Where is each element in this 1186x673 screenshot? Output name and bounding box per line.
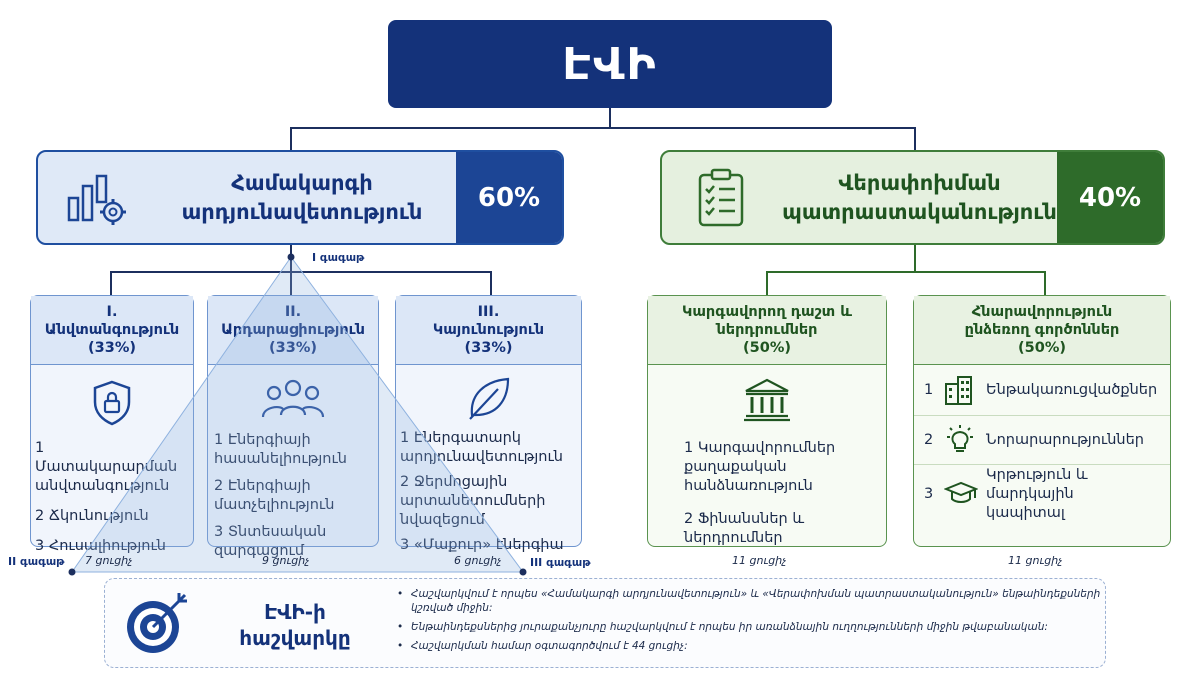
sub-title: Հնարավորություն [971,304,1113,320]
pillar-label: պատրաստականություն [782,199,1057,224]
sub-title: Անվտանգություն [44,322,180,338]
connector [609,108,611,128]
list-item: 1 Էներգիայի հասանելիություն [214,432,347,467]
list-item: 1 Ենթակառուցվածքներ [914,365,1170,416]
vertex-dot [287,253,295,261]
sub-weight: (50%) [1018,340,1066,356]
list-item: 3 Հուսալիություն [35,538,166,554]
calculation-box: ԷՎԻ-ի հաշվարկը • Հաշվարկվում է որպես «Հա… [104,578,1106,668]
connector [110,271,492,273]
connector [1044,271,1046,296]
connector [290,127,292,151]
sub-title: ներդրումներ [716,322,818,338]
sub-number: II. [284,304,302,320]
vertex-label-2: II գագաթ [8,555,65,568]
item-number: 1 [924,381,934,398]
sub-enabling-factors: Հնարավորություն ընձեռող գործոններ (50%) … [913,295,1171,547]
item-label: Նորարարություններ [986,431,1144,448]
item-number: 2 [924,431,934,448]
vertex-dot [68,568,76,576]
sub-number: I. [106,304,118,320]
sub-sustainability: III. Կայունություն (33%) 1 Էներգատարկ ար… [395,295,582,553]
sub-number: III. [477,304,500,320]
connector [914,245,916,272]
indicator-count: 7 ցուցիչ [85,554,133,567]
calc-title: ԷՎԻ-ի [264,600,326,624]
connector [914,127,916,151]
list-item: 2 Նորարարություններ [914,416,1170,465]
bullet-text: Հաշվարկման համար օգտագործվում է 44 ցուցի… [411,640,688,652]
pillar-label: արդյունավետություն [181,199,423,224]
bullet-text: Հաշվարկվում է որպես «Համակարգի արդյունավ… [411,588,1101,614]
connector [290,271,292,295]
connector [766,271,768,296]
sub-weight: (33%) [88,340,136,356]
bullet-text: Ենթաինդեքսներից յուրաքանչյուրը հաշվարկվո… [411,621,1048,633]
list-item: 2 Ջերմոցային արտանետումների նվազեցում [400,474,546,528]
indicator-count: 11 ցուցիչ [732,554,787,567]
vertex-dot [519,568,527,576]
list-item: 2 Ֆինանսներ և ներդրումներ [684,511,805,546]
list-item: 2 Ճկունություն [35,508,149,524]
people-group-icon [208,377,378,425]
list-item: • Հաշվարկման համար օգտագործվում է 44 ցու… [397,639,1102,653]
list-item: • Ենթաինդեքսներից յուրաքանչյուրը հաշվարկ… [397,620,1102,634]
sub-weight: (33%) [269,340,317,356]
sub-title: Կարգավորող դաշտ և [681,304,852,320]
sub-regulatory-investment: Կարգավորող դաշտ և ներդրումներ (50%) 1 Կա… [647,295,887,547]
sub-weight: (33%) [464,340,513,356]
list-item: 3 Տնտեսական զարգացում [214,524,327,559]
sub-title: Կայունություն [432,322,545,338]
pillar-weight: 60% [456,152,562,243]
indicator-count: 9 ցուցիչ [262,554,310,567]
list-item: 1 Կարգավորումներ քաղաքական հանձնառությու… [684,440,836,494]
pillar-system-performance: Համակարգի արդյունավետություն 60% [36,150,564,245]
item-number: 3 [924,485,934,502]
connector [290,127,915,129]
shield-lock-icon [31,379,193,431]
indicator-count: 11 ցուցիչ [1008,554,1063,567]
buildings-icon [944,374,986,406]
graduation-cap-icon [944,480,986,508]
clipboard-checklist-icon [662,152,782,243]
index-title: ԷՎԻ [388,20,832,108]
lightbulb-icon [944,424,986,456]
vertex-label-1: I գագաթ [312,251,365,264]
pillar-label: Վերափոխման [838,170,1001,195]
sub-security: I. Անվտանգություն (33%) 1 Մատակարարման ա… [30,295,194,554]
leaf-icon [396,375,581,425]
list-item: • Հաշվարկվում է որպես «Համակարգի արդյուն… [397,588,1101,614]
sub-title: ընձեռող գործոններ [964,322,1120,338]
target-arrow-icon [123,591,189,661]
sub-weight: (50%) [743,340,791,356]
list-item: 2 Էներգիայի մատչելիություն [214,478,335,513]
list-item: 3 «Մաքուր» էներգիա [400,537,564,553]
pillar-weight: 40% [1057,152,1163,243]
item-label: Ենթակառուցվածքներ [986,381,1158,398]
bank-building-icon [648,377,886,427]
chart-gear-icon [38,152,158,243]
indicator-count: 6 ցուցիչ [454,554,502,567]
connector [766,271,1046,273]
list-item: 3 Կրթություն և մարդկային կապիտալ [914,465,1170,523]
connector [490,271,492,295]
vertex-label-3: III գագաթ [530,556,591,569]
pillar-label: Համակարգի [231,170,373,195]
calc-title: հաշվարկը [239,626,351,650]
connector [110,271,112,295]
pillar-transition-readiness: Վերափոխման պատրաստականություն 40% [660,150,1165,245]
item-label: Կրթություն և մարդկային կապիտալ [986,466,1088,521]
sub-title: Արդարացիություն [221,322,365,338]
